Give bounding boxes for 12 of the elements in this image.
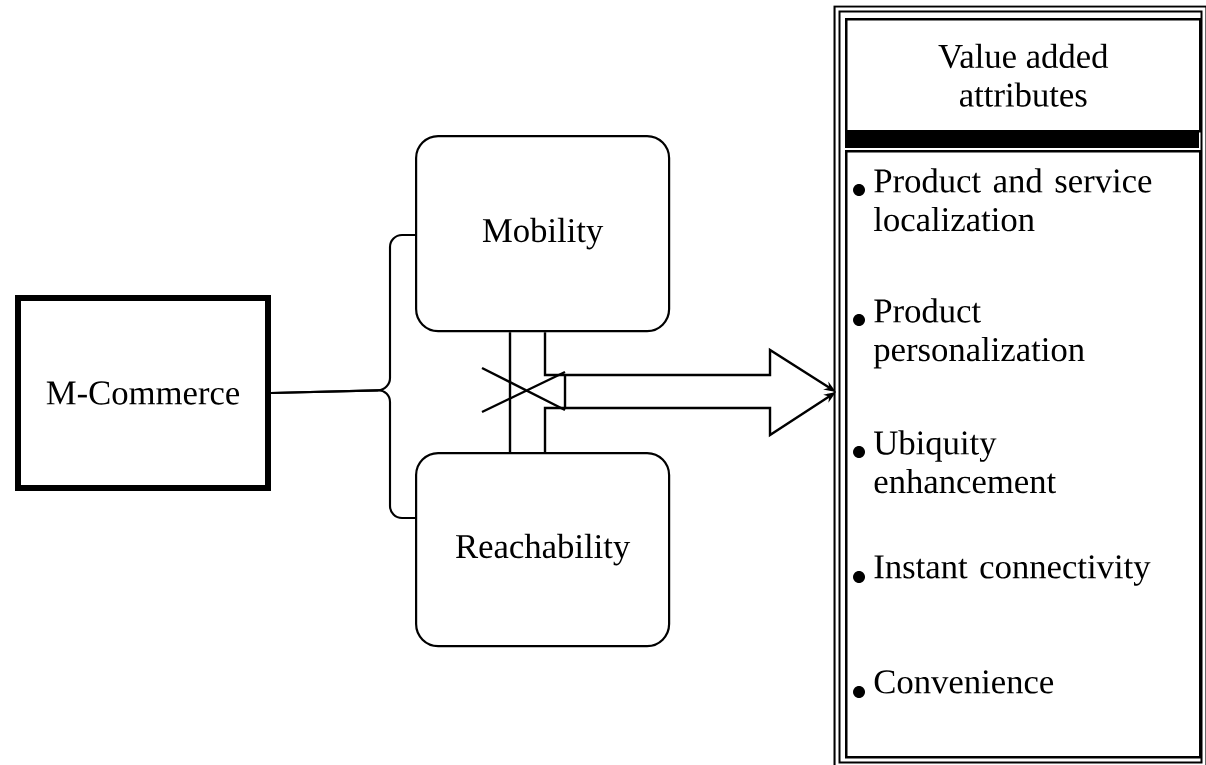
connector	[270, 389, 415, 520]
list-item: Convenience	[874, 670, 1054, 694]
process-box: M-Commerce	[15, 295, 271, 491]
list-item: Ubiquity enhancement	[874, 430, 1056, 494]
rounded-box: Reachability	[415, 452, 671, 648]
header-box: Value added attributes	[845, 18, 1202, 148]
list-item: Instant connectivity	[874, 555, 1151, 586]
list-item: Product and service localization	[873, 168, 1152, 232]
list-item: Product personalization	[873, 298, 1085, 369]
rounded-box: Mobility	[415, 135, 671, 333]
connector	[508, 332, 512, 452]
panel-frame	[833, 5, 1206, 765]
